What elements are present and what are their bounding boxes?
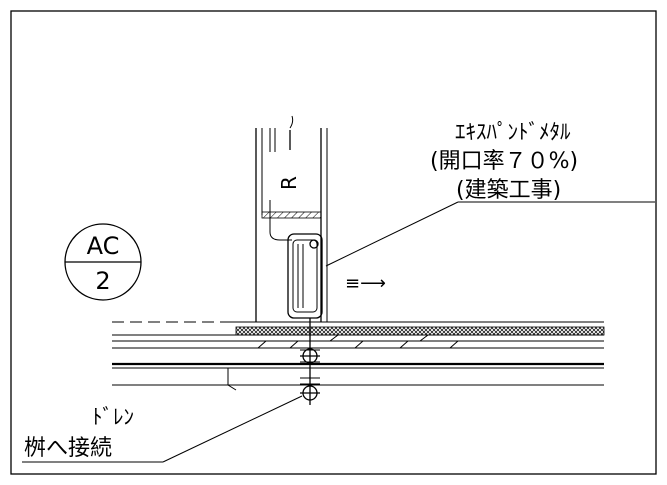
- drawing-frame: [10, 10, 657, 475]
- drain-leader: [22, 395, 303, 463]
- drain-label: ﾄﾞﾚﾝ: [92, 405, 134, 429]
- material-scope: (建築工事): [456, 178, 561, 203]
- floor-slab: [112, 321, 605, 391]
- drain-pipe: [300, 330, 320, 405]
- drain-connection-label: 桝へ接続: [24, 436, 112, 461]
- refrigerant-pipe: [269, 115, 294, 241]
- section-tag: [64, 223, 142, 301]
- pipe-label: R: [277, 176, 301, 190]
- material-name: ｴｷｽﾊﾟﾝﾄﾞﾒﾀﾙ: [455, 120, 571, 144]
- wall-lines: [255, 128, 328, 322]
- outdoor-unit: [287, 233, 323, 330]
- section-tag-bottom: 2: [95, 267, 110, 295]
- airflow-arrow: ≡⟶: [345, 273, 386, 294]
- slab-hatch: [257, 334, 459, 349]
- material-leader: [325, 201, 655, 267]
- material-opening-ratio: (開口率７０%): [430, 149, 578, 174]
- section-tag-top: AC: [87, 232, 120, 260]
